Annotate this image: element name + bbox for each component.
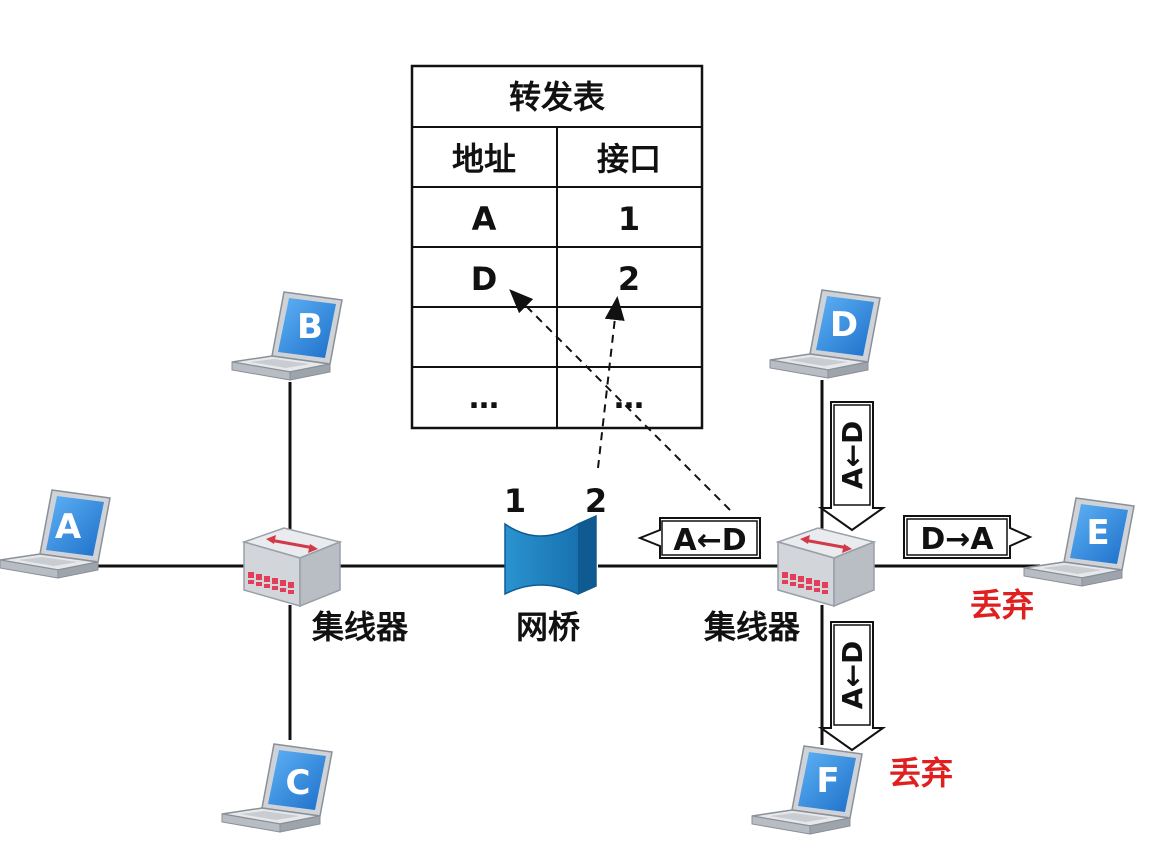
table-cell: … [469,381,499,416]
frame-to-bridge-text: A←D [673,523,746,558]
frame-to-bridge: A←D [637,517,761,559]
bridge-label: 网桥 [516,608,580,646]
laptop-a: A [0,489,111,579]
table-cell: A [472,200,497,238]
laptop-f: F [751,745,863,835]
learn-address-arrow [509,289,731,511]
learning-arrows [509,289,731,511]
host-label-b: B [297,307,323,347]
hub-right-label: 集线器 [703,608,801,646]
bridge-icon [504,514,597,596]
frame-to-f: A←D [817,621,887,752]
host-label-e: E [1086,513,1109,553]
hub-left [242,526,342,608]
host-label-f: F [816,761,839,801]
table-cell: 2 [618,260,640,298]
frame-to-e-text: D→A [920,522,994,557]
table-cell: 1 [618,200,640,238]
frame-to-f-text: A←D [836,641,869,709]
laptop-c: C [221,743,333,833]
cables [90,380,1040,745]
host-label-a: A [55,507,82,547]
bridge-port-2: 2 [585,482,607,520]
host-label-d: D [830,305,858,345]
frame-to-e: D→A [903,515,1033,559]
table-title: 转发表 [509,78,605,116]
host-label-c: C [286,763,311,803]
frame-from-d-text: A←D [836,421,869,489]
drop-label-f: 丢弃 [889,754,953,792]
frame-from-d: A←D [817,401,887,532]
learn-interface-arrow [597,296,625,469]
bridge-port-1: 1 [504,482,526,520]
table-header-interface: 接口 [597,140,661,178]
drop-label-e: 丢弃 [970,586,1034,624]
hub-left-label: 集线器 [311,608,409,646]
laptop-d: D [769,289,881,379]
hub-right [776,526,876,608]
laptop-e: E [1023,497,1135,587]
laptop-b: B [231,291,343,381]
table-cell: D [471,260,498,298]
table-header-address: 地址 [452,140,516,178]
forwarding-table: 转发表 地址 接口 A 1 D 2 … … [410,64,704,430]
